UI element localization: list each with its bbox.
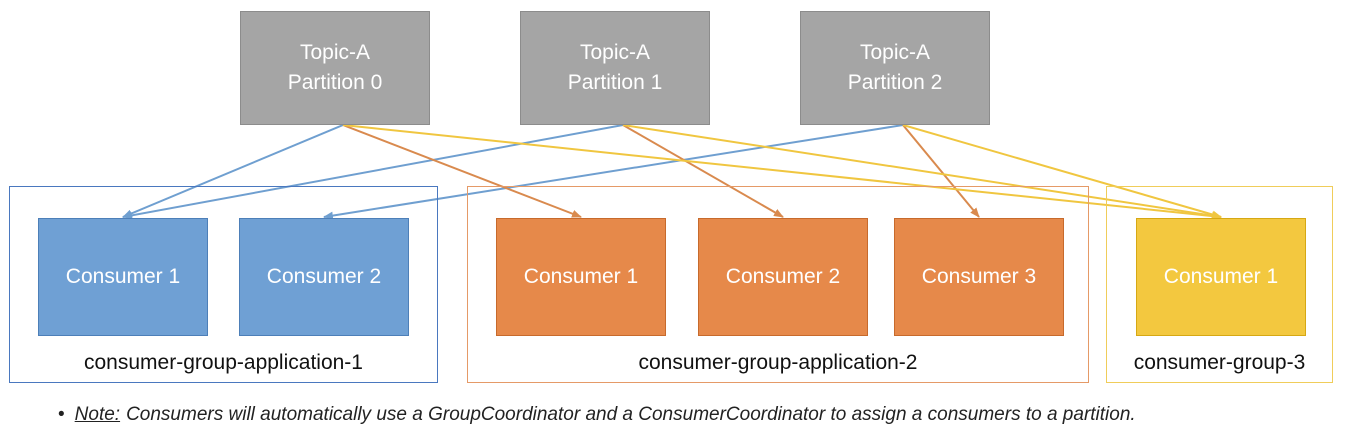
topic-a-partition-2: Topic-A Partition 2 xyxy=(800,11,990,125)
consumer-label: Consumer 1 xyxy=(1163,265,1279,288)
consumer-label: Consumer 1 xyxy=(523,265,639,288)
group-label: consumer-group-application-1 xyxy=(84,351,363,374)
topic-a-partition-1: Topic-A Partition 1 xyxy=(520,11,710,125)
topic-name: Topic-A xyxy=(859,41,931,64)
consumer-group-3: consumer-group-3 xyxy=(1106,186,1333,383)
consumer-label: Consumer 2 xyxy=(725,265,841,288)
group-2-consumer-2: Consumer 2 xyxy=(698,218,868,336)
bullet-icon: • xyxy=(58,404,65,425)
topic-name: Topic-A xyxy=(299,41,371,64)
arrow-partition-2-to-group-2-consumer-3 xyxy=(902,124,980,218)
group-1-consumer-1: Consumer 1 xyxy=(38,218,208,336)
topic-name: Topic-A xyxy=(579,41,651,64)
group-2-consumer-1: Consumer 1 xyxy=(496,218,666,336)
consumer-group-application-1: consumer-group-application-1 xyxy=(9,186,438,383)
partition-label: Partition 1 xyxy=(567,71,663,94)
partition-label: Partition 2 xyxy=(847,71,943,94)
group-label: consumer-group-3 xyxy=(1133,351,1306,374)
note-text: Consumers will automatically use a Group… xyxy=(126,404,1136,425)
arrow-partition-1-to-group-3-consumer-1 xyxy=(622,124,1222,220)
arrow-partition-1-to-group-1-consumer-1 xyxy=(122,124,624,220)
consumer-label: Consumer 1 xyxy=(65,265,181,288)
group-label: consumer-group-application-2 xyxy=(638,351,918,374)
consumer-label: Consumer 3 xyxy=(921,265,1037,288)
arrow-partition-2-to-group-3-consumer-1 xyxy=(902,124,1222,219)
arrow-partition-0-to-group-2-consumer-1 xyxy=(342,124,582,218)
group-2-consumer-3: Consumer 3 xyxy=(894,218,1064,336)
consumer-group-application-2: consumer-group-application-2 xyxy=(467,186,1089,383)
arrow-partition-0-to-group-1-consumer-1 xyxy=(122,124,344,218)
arrow-partition-2-to-group-1-consumer-2 xyxy=(323,124,904,220)
group-1-consumer-2: Consumer 2 xyxy=(239,218,409,336)
arrow-partition-0-to-group-3-consumer-1 xyxy=(342,124,1222,221)
group-3-consumer-1: Consumer 1 xyxy=(1136,218,1306,336)
partition-label: Partition 0 xyxy=(287,71,383,94)
note-label: Note: xyxy=(74,404,121,425)
arrow-partition-1-to-group-2-consumer-2 xyxy=(622,124,784,218)
footnote: • Note:Consumers will automatically use a… xyxy=(58,404,1318,426)
consumer-label: Consumer 2 xyxy=(266,265,382,288)
topic-a-partition-0: Topic-A Partition 0 xyxy=(240,11,430,125)
